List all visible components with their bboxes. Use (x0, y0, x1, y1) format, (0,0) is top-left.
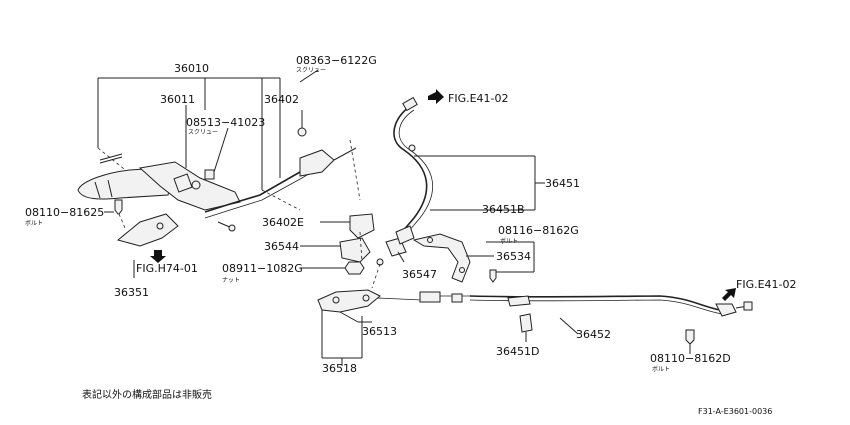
label-36547: 36547 (402, 268, 437, 281)
label-36402: 36402 (264, 93, 299, 106)
label-08110-a: 08110−81625 (25, 206, 104, 219)
footnote: 表記以外の構成部品は非販売 (82, 388, 212, 401)
lever-assembly (77, 69, 361, 278)
label-08116: 08116−8162G (498, 224, 579, 237)
label-36011: 36011 (160, 93, 195, 106)
label-36402e: 36402E (262, 216, 304, 229)
label-08911: 08911−1082G (222, 262, 303, 275)
label-08363: 08363−6122G (296, 54, 377, 67)
label-36351: 36351 (114, 286, 149, 299)
label-36513: 36513 (362, 325, 397, 338)
label-36010: 36010 (174, 62, 209, 75)
part-labels: 36010 36011 36402 08513−41023 スクリュー 0836… (25, 54, 797, 375)
rear-cable-upper (393, 89, 545, 283)
label-08110-b-sub: ボルト (652, 365, 670, 373)
label-36534: 36534 (496, 250, 531, 263)
label-fig-e41-right: FIG.E41-02 (736, 278, 797, 291)
label-36452: 36452 (576, 328, 611, 341)
equalizer-assembly (300, 213, 470, 366)
label-08513: 08513−41023 (186, 116, 265, 129)
rear-cable-lower (469, 288, 753, 354)
label-36518: 36518 (322, 362, 357, 375)
label-36544: 36544 (264, 240, 299, 253)
label-08116-sub: ボルト (500, 237, 518, 245)
label-08110-b: 08110−8162D (650, 352, 731, 365)
figure-code: F31-A-E3601-0036 (698, 407, 772, 416)
label-08513-sub: スクリュー (188, 129, 218, 136)
label-fig-h74: FIG.H74-01 (136, 262, 198, 275)
label-36451d: 36451D (496, 345, 539, 358)
label-fig-e41-top: FIG.E41-02 (448, 92, 509, 105)
label-36451b: 36451B (482, 203, 525, 216)
label-08911-sub: ナット (222, 277, 240, 284)
label-08363-sub: スクリュー (296, 67, 326, 74)
label-08110-a-sub: ボルト (25, 219, 43, 227)
label-36451: 36451 (545, 177, 580, 190)
